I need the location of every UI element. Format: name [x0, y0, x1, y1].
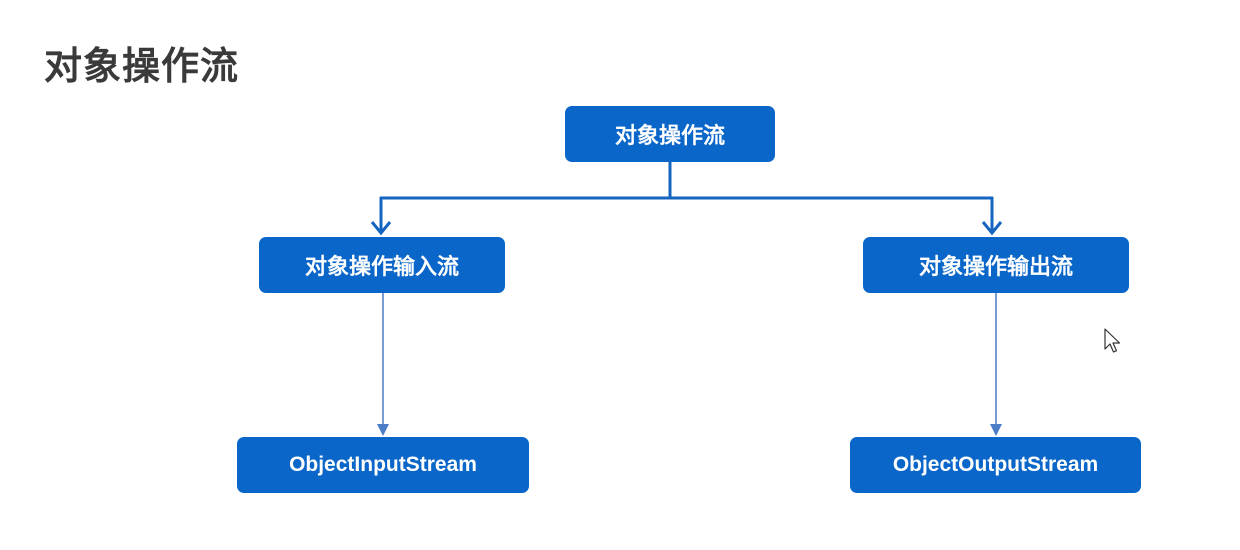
input-stream-node: 对象操作输入流	[259, 237, 505, 293]
output-to-oos-arrowhead	[990, 424, 1002, 436]
mouse-pointer-icon	[1104, 328, 1120, 353]
object-output-stream-node: ObjectOutputStream	[850, 437, 1141, 493]
output-stream-node: 对象操作输出流	[863, 237, 1129, 293]
root-node: 对象操作流	[565, 106, 775, 162]
page-title: 对象操作流	[44, 44, 240, 88]
right-drop-arrowhead	[981, 221, 1003, 236]
input-to-ois-arrowhead	[377, 424, 389, 436]
object-input-stream-node: ObjectInputStream	[237, 437, 529, 493]
left-drop-arrowhead	[370, 221, 392, 236]
